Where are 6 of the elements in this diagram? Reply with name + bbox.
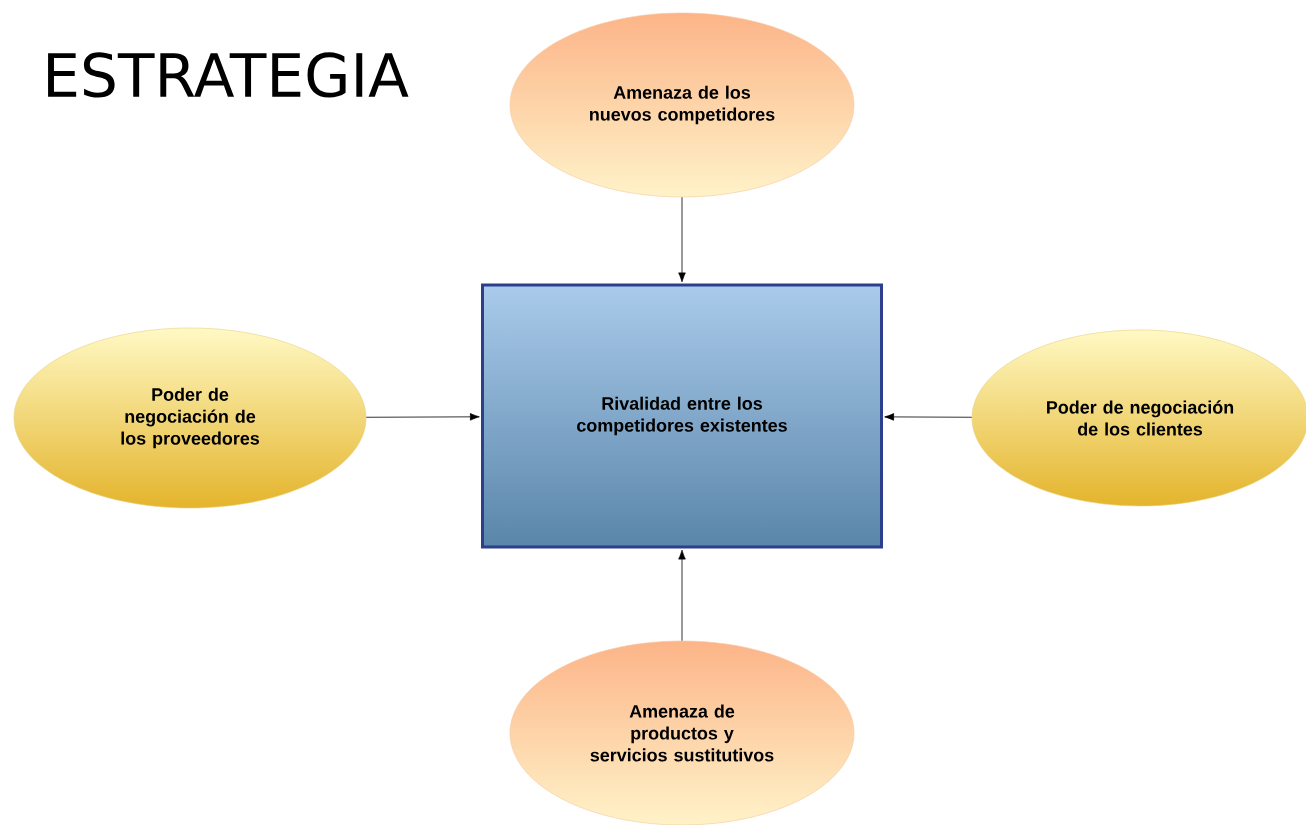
arrow bbox=[884, 413, 973, 421]
title: ESTRATEGIA bbox=[48, 52, 409, 98]
arrow bbox=[365, 413, 480, 421]
center-box: Rivalidad entre los competidores existentes bbox=[481, 283, 883, 549]
arrow bbox=[678, 196, 686, 283]
arrow bbox=[678, 549, 686, 642]
